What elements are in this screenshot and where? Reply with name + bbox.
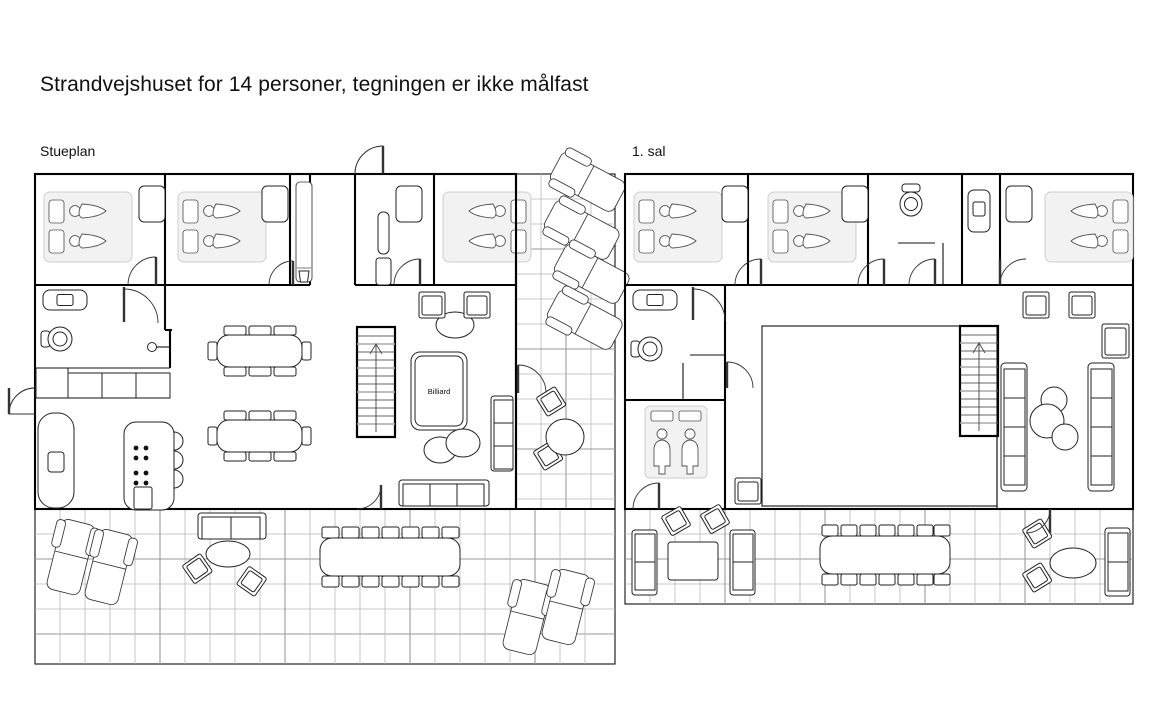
first-bathroom-3 <box>625 285 727 402</box>
ground-billiard-table: Billiard <box>410 351 468 431</box>
ground-dining-table-2 <box>207 410 312 462</box>
ground-bedroom-3 <box>375 185 532 286</box>
first-sofa-right <box>1087 362 1115 492</box>
ground-door-south <box>356 484 383 510</box>
ground-wc-closet <box>295 181 313 283</box>
first-bedroom-5 <box>767 185 869 263</box>
ground-bathroom <box>40 285 172 352</box>
plan-label-ground: Stueplan <box>40 143 96 159</box>
plan-label-first: 1. sal <box>632 143 666 159</box>
ground-armchair-1 <box>418 291 446 319</box>
ground-bedroom-1 <box>43 185 166 263</box>
ground-round-table-1 <box>435 311 475 339</box>
balcony-dining-table <box>819 524 951 586</box>
first-staircase[interactable] <box>958 324 1000 438</box>
ground-loungers-east <box>539 145 635 357</box>
first-balcony-furniture <box>631 503 1131 597</box>
ground-bedroom-doors <box>127 145 422 286</box>
ground-kitchen <box>35 330 184 511</box>
balcony-oval-table <box>1049 547 1097 579</box>
ground-outdoor-chair-2 <box>235 565 268 598</box>
ground-loungers-south <box>40 516 597 658</box>
page-title: Strandvejshuset for 14 personer, tegning… <box>40 73 589 96</box>
ground-terrace-door-east <box>516 364 547 394</box>
first-bedroom-6 <box>1005 185 1134 263</box>
ground-entry-door <box>7 386 36 416</box>
ground-terrace-round-table <box>545 418 585 456</box>
ground-terrace-chair-1 <box>535 385 567 418</box>
first-sofa-left <box>1000 362 1028 492</box>
first-bedroom-7 <box>632 361 762 510</box>
ground-outdoor-sofa <box>197 512 267 540</box>
first-bathroom-2 <box>898 183 991 286</box>
balcony-door <box>1025 508 1052 534</box>
ground-staircase[interactable] <box>355 325 397 439</box>
balcony-coffee-table <box>667 541 719 581</box>
first-lounge <box>996 291 1130 509</box>
balcony-sofa-1 <box>631 529 658 596</box>
ground-outdoor-oval-table <box>205 540 251 568</box>
first-bedroom-4 <box>633 185 749 263</box>
balcony-sofa-2 <box>729 529 756 596</box>
ground-sofa-right <box>490 395 514 472</box>
ground-floor-plan: Billiard <box>7 145 635 665</box>
first-bedroom-doors <box>734 258 1027 286</box>
ground-bedroom-2 <box>177 185 289 263</box>
balcony-sofa-3 <box>1104 527 1131 597</box>
billiard-label: Billiard <box>428 387 451 396</box>
first-floor-plan <box>623 172 1135 605</box>
first-coffee-table-3 <box>1051 423 1079 451</box>
first-outer-wall <box>623 172 1135 511</box>
ground-outdoor-dining <box>319 526 461 588</box>
ground-dining-table-1 <box>207 325 312 377</box>
ground-armchair-2 <box>463 291 491 319</box>
ground-sofa-bottom <box>398 479 490 507</box>
ground-round-table-3 <box>445 428 481 458</box>
